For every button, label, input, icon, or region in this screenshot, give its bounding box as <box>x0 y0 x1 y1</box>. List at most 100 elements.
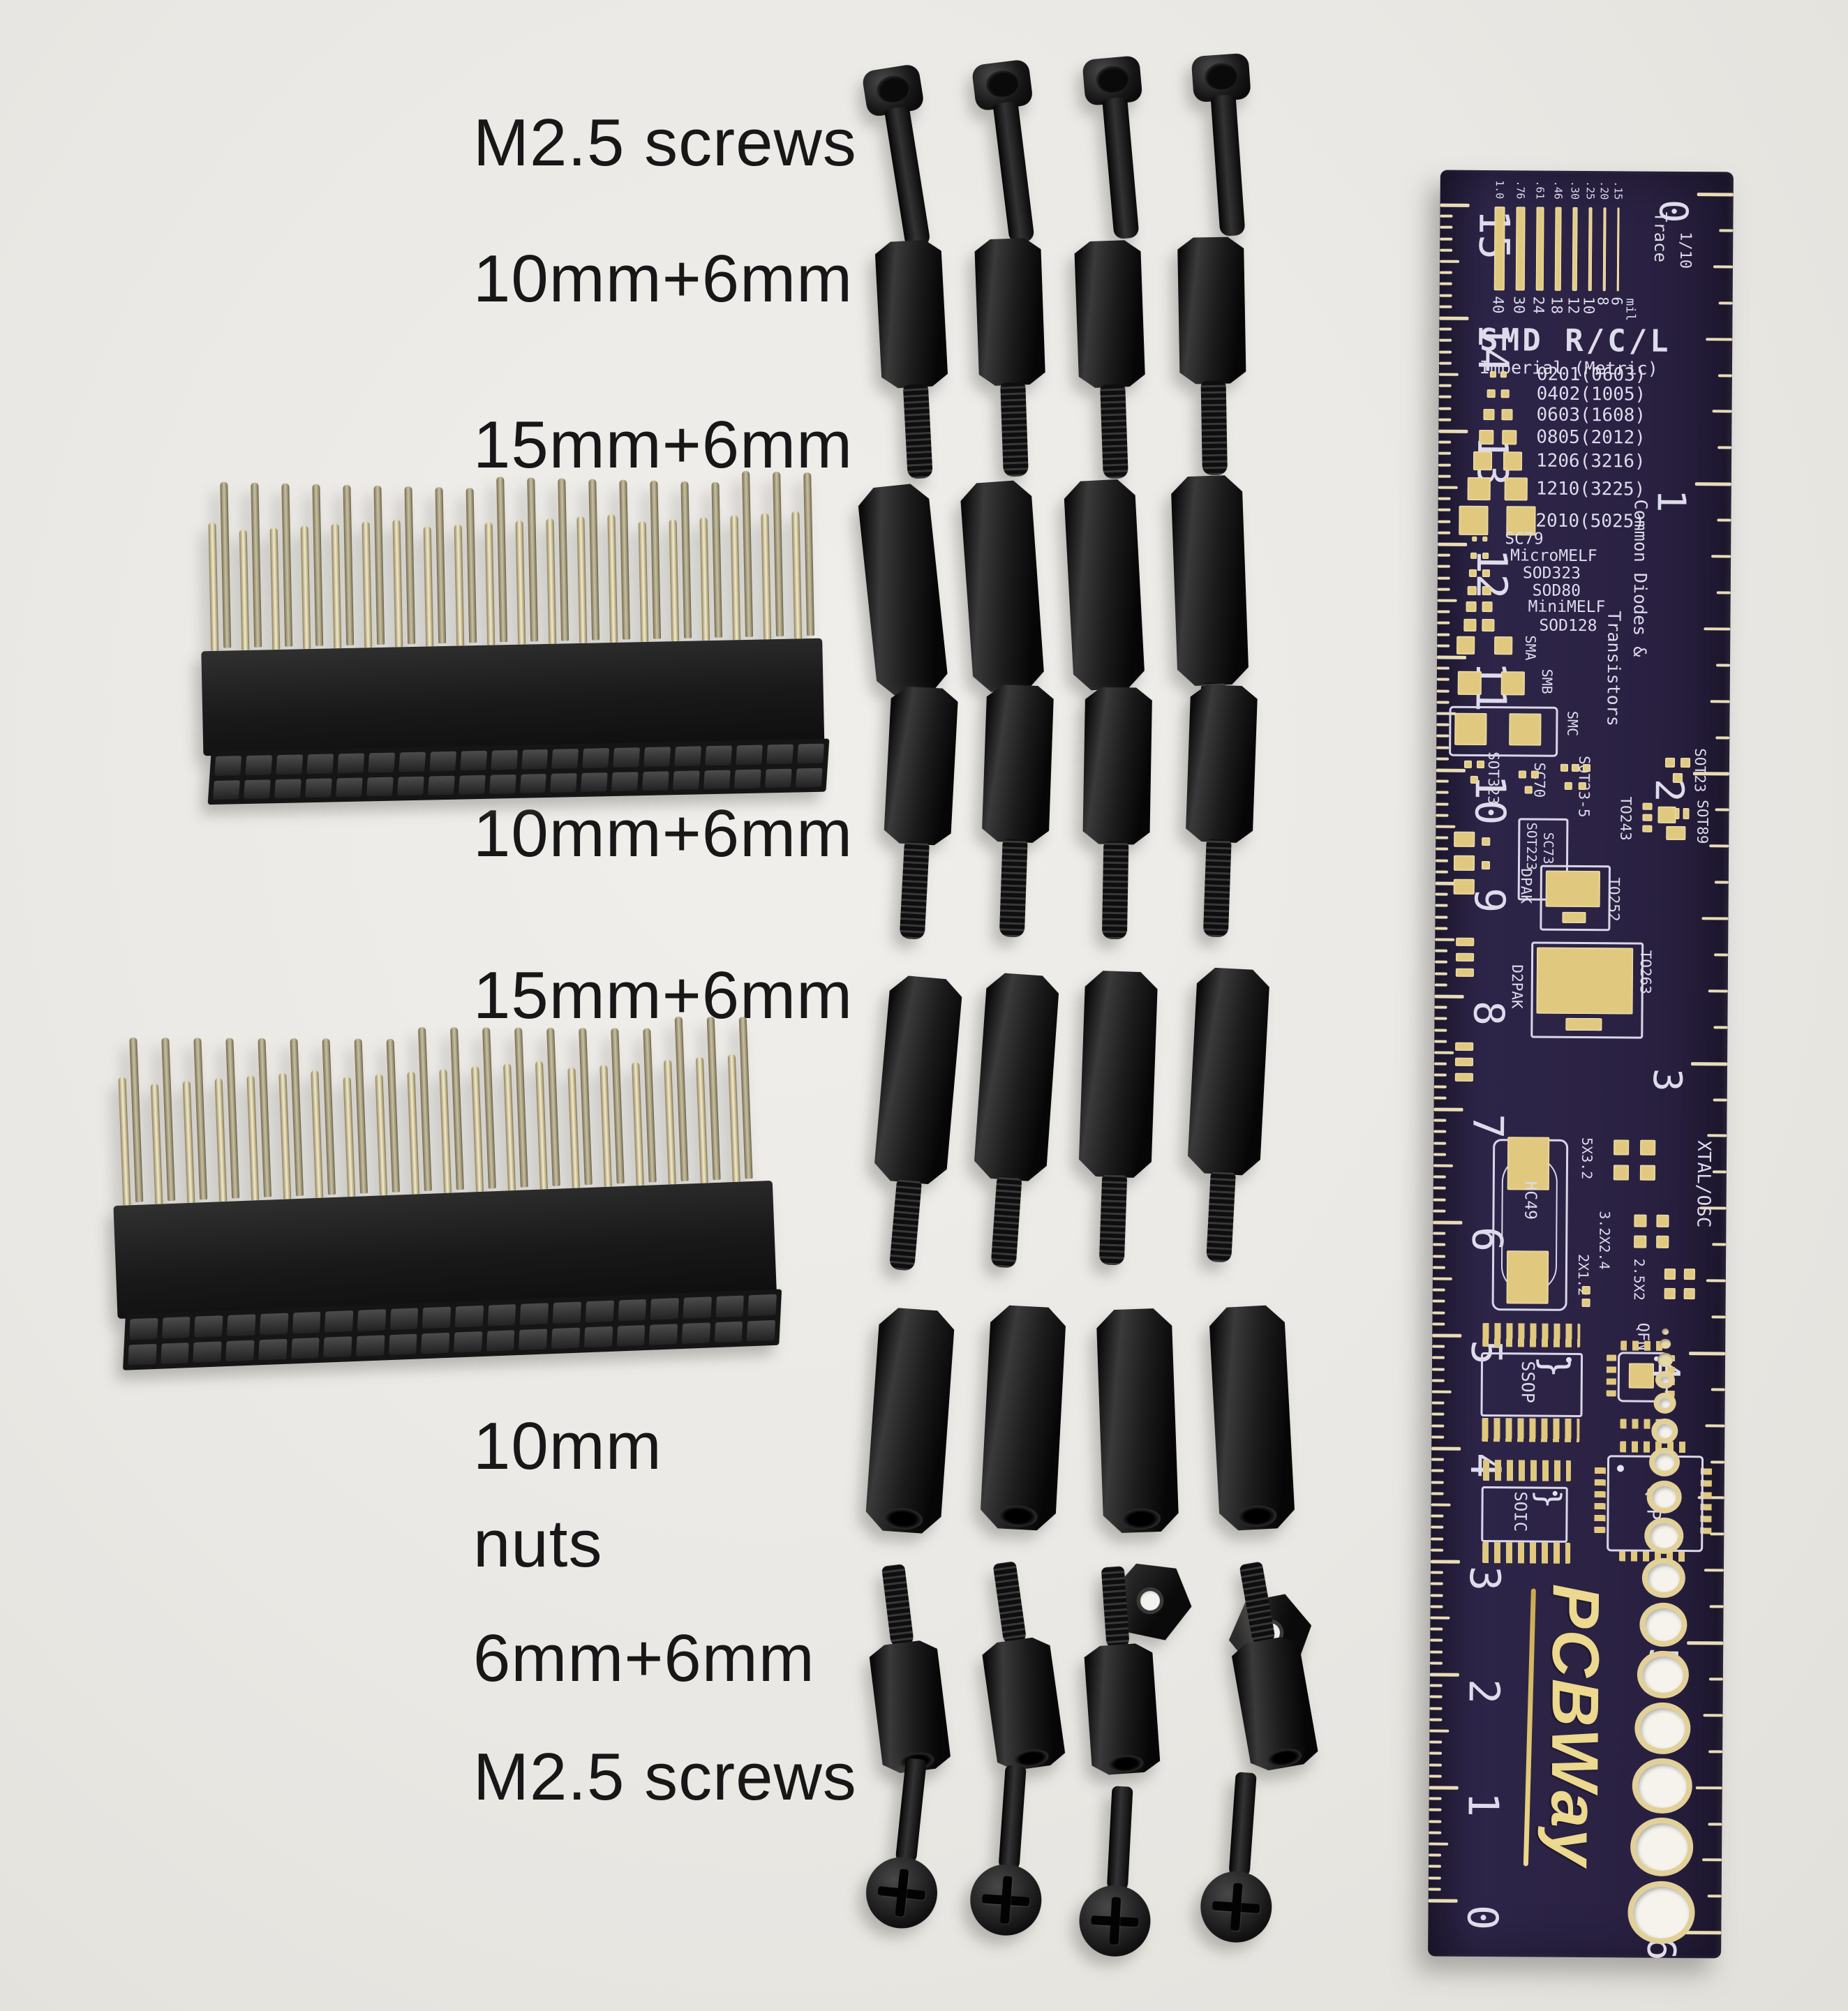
header-pin <box>375 1074 388 1196</box>
cm-tick <box>1439 327 1452 331</box>
inch-tick <box>1709 844 1729 848</box>
header-pin <box>632 1062 644 1186</box>
standoff-thread <box>990 1176 1022 1269</box>
cm-tick <box>1429 1808 1442 1812</box>
cm-tick <box>1433 1255 1446 1258</box>
gold-pad <box>1482 601 1493 612</box>
socket-hole <box>673 770 700 791</box>
socket-hole <box>357 1309 386 1331</box>
trace-width-bar <box>1535 207 1544 291</box>
inch-tick <box>1706 1279 1726 1283</box>
cm-tick <box>1436 836 1449 839</box>
smd-size-label: 1206(3216) <box>1535 450 1646 472</box>
standoff-male-female <box>865 974 964 1276</box>
cm-tick <box>1429 1842 1449 1846</box>
gold-pad <box>1666 825 1686 841</box>
header-pin <box>669 519 680 642</box>
cm-tick <box>1428 1887 1441 1891</box>
cm-tick <box>1433 1142 1447 1145</box>
transistor-package-label: SOT89 <box>1694 800 1711 844</box>
header-pin <box>803 472 815 636</box>
cm-tick <box>1429 1695 1443 1699</box>
cm-tick <box>1430 1560 1461 1564</box>
gold-pad <box>1657 806 1676 823</box>
header-pin <box>208 522 219 652</box>
cm-tick <box>1430 1638 1443 1643</box>
cm-tick <box>1434 972 1447 975</box>
socket-hole <box>714 1321 743 1343</box>
gold-pad <box>1482 618 1495 632</box>
cm-tick <box>1440 248 1453 252</box>
cm-tick <box>1436 701 1450 704</box>
socket-hole <box>458 775 486 795</box>
ic-pin-row <box>1482 1323 1581 1348</box>
caption-label: 15mm+6mm <box>473 408 854 482</box>
cm-tick <box>1435 870 1448 874</box>
cm-tick <box>1437 644 1450 648</box>
cm-tick <box>1429 1786 1459 1790</box>
socket-hole <box>583 1326 613 1348</box>
cm-tick <box>1437 576 1450 580</box>
gold-pad <box>1482 837 1491 846</box>
socket-hole <box>194 1315 223 1338</box>
gold-pad <box>1614 1139 1630 1156</box>
crystal-package-label: HC49 <box>1521 1181 1540 1220</box>
header-pin <box>251 482 262 648</box>
gold-pad <box>1476 760 1485 769</box>
gold-pad <box>1524 786 1533 794</box>
drill-gauge-hole <box>1637 1650 1689 1698</box>
inch-tick <box>1715 664 1731 667</box>
caption-label: 10mm+6mm <box>473 796 854 871</box>
inch-tick <box>1709 1605 1724 1608</box>
header-pin <box>417 1026 432 1192</box>
socket-hole <box>388 1333 417 1356</box>
inch-tick <box>1711 1388 1725 1391</box>
socket-hole <box>520 1303 549 1325</box>
header-pin <box>558 478 569 641</box>
header-pin <box>150 1083 163 1204</box>
gold-pad <box>1494 636 1513 655</box>
cm-tick <box>1436 678 1450 682</box>
screw-m2-5 <box>1191 52 1265 248</box>
header-pin <box>638 521 649 643</box>
diode-package-label: SMA <box>1522 635 1540 661</box>
cm-tick <box>1436 757 1450 761</box>
inch-tick <box>1714 953 1729 957</box>
smd-size-label: 0603(1608) <box>1536 404 1646 426</box>
cm-tick <box>1431 1469 1444 1473</box>
gold-pad <box>1504 477 1528 500</box>
cm-tick <box>1435 938 1455 941</box>
gold-pad <box>1500 389 1510 398</box>
header-pin <box>607 514 618 643</box>
drill-gauge-hole <box>1662 1328 1669 1335</box>
gold-pad <box>1672 772 1683 784</box>
socket-hole <box>683 1296 712 1319</box>
standoff-thread <box>1101 841 1129 940</box>
socket-hole <box>355 1334 385 1356</box>
cm-tick <box>1428 1899 1458 1903</box>
screw-phillips-head <box>967 1862 1044 1938</box>
header-pin <box>392 519 403 648</box>
trace-title: Trace <box>1650 211 1671 263</box>
drill-gauge-hole <box>1650 1418 1678 1444</box>
cm-scale-number: 0 <box>1457 1904 1507 1931</box>
cm-tick <box>1436 666 1450 670</box>
inch-tick <box>1714 881 1729 884</box>
cm-tick <box>1435 949 1448 952</box>
header-pin <box>471 1066 484 1193</box>
cm-tick <box>1437 655 1467 659</box>
cm-tick <box>1432 1288 1445 1292</box>
ic-pin-row <box>1594 1466 1606 1534</box>
screw-phillips-head <box>862 1853 941 1932</box>
gold-pad <box>1482 585 1491 595</box>
header-pin <box>354 1038 368 1194</box>
cm-tick <box>1436 746 1450 749</box>
cm-tick <box>1438 508 1451 512</box>
gold-pad <box>1571 763 1580 772</box>
socket-hole <box>736 745 763 765</box>
cm-tick <box>1431 1458 1445 1461</box>
cm-tick <box>1429 1673 1459 1677</box>
gold-pad <box>1581 1286 1590 1295</box>
inch-tick <box>1710 699 1730 703</box>
smd-size-label: 1210(3225) <box>1535 478 1646 500</box>
